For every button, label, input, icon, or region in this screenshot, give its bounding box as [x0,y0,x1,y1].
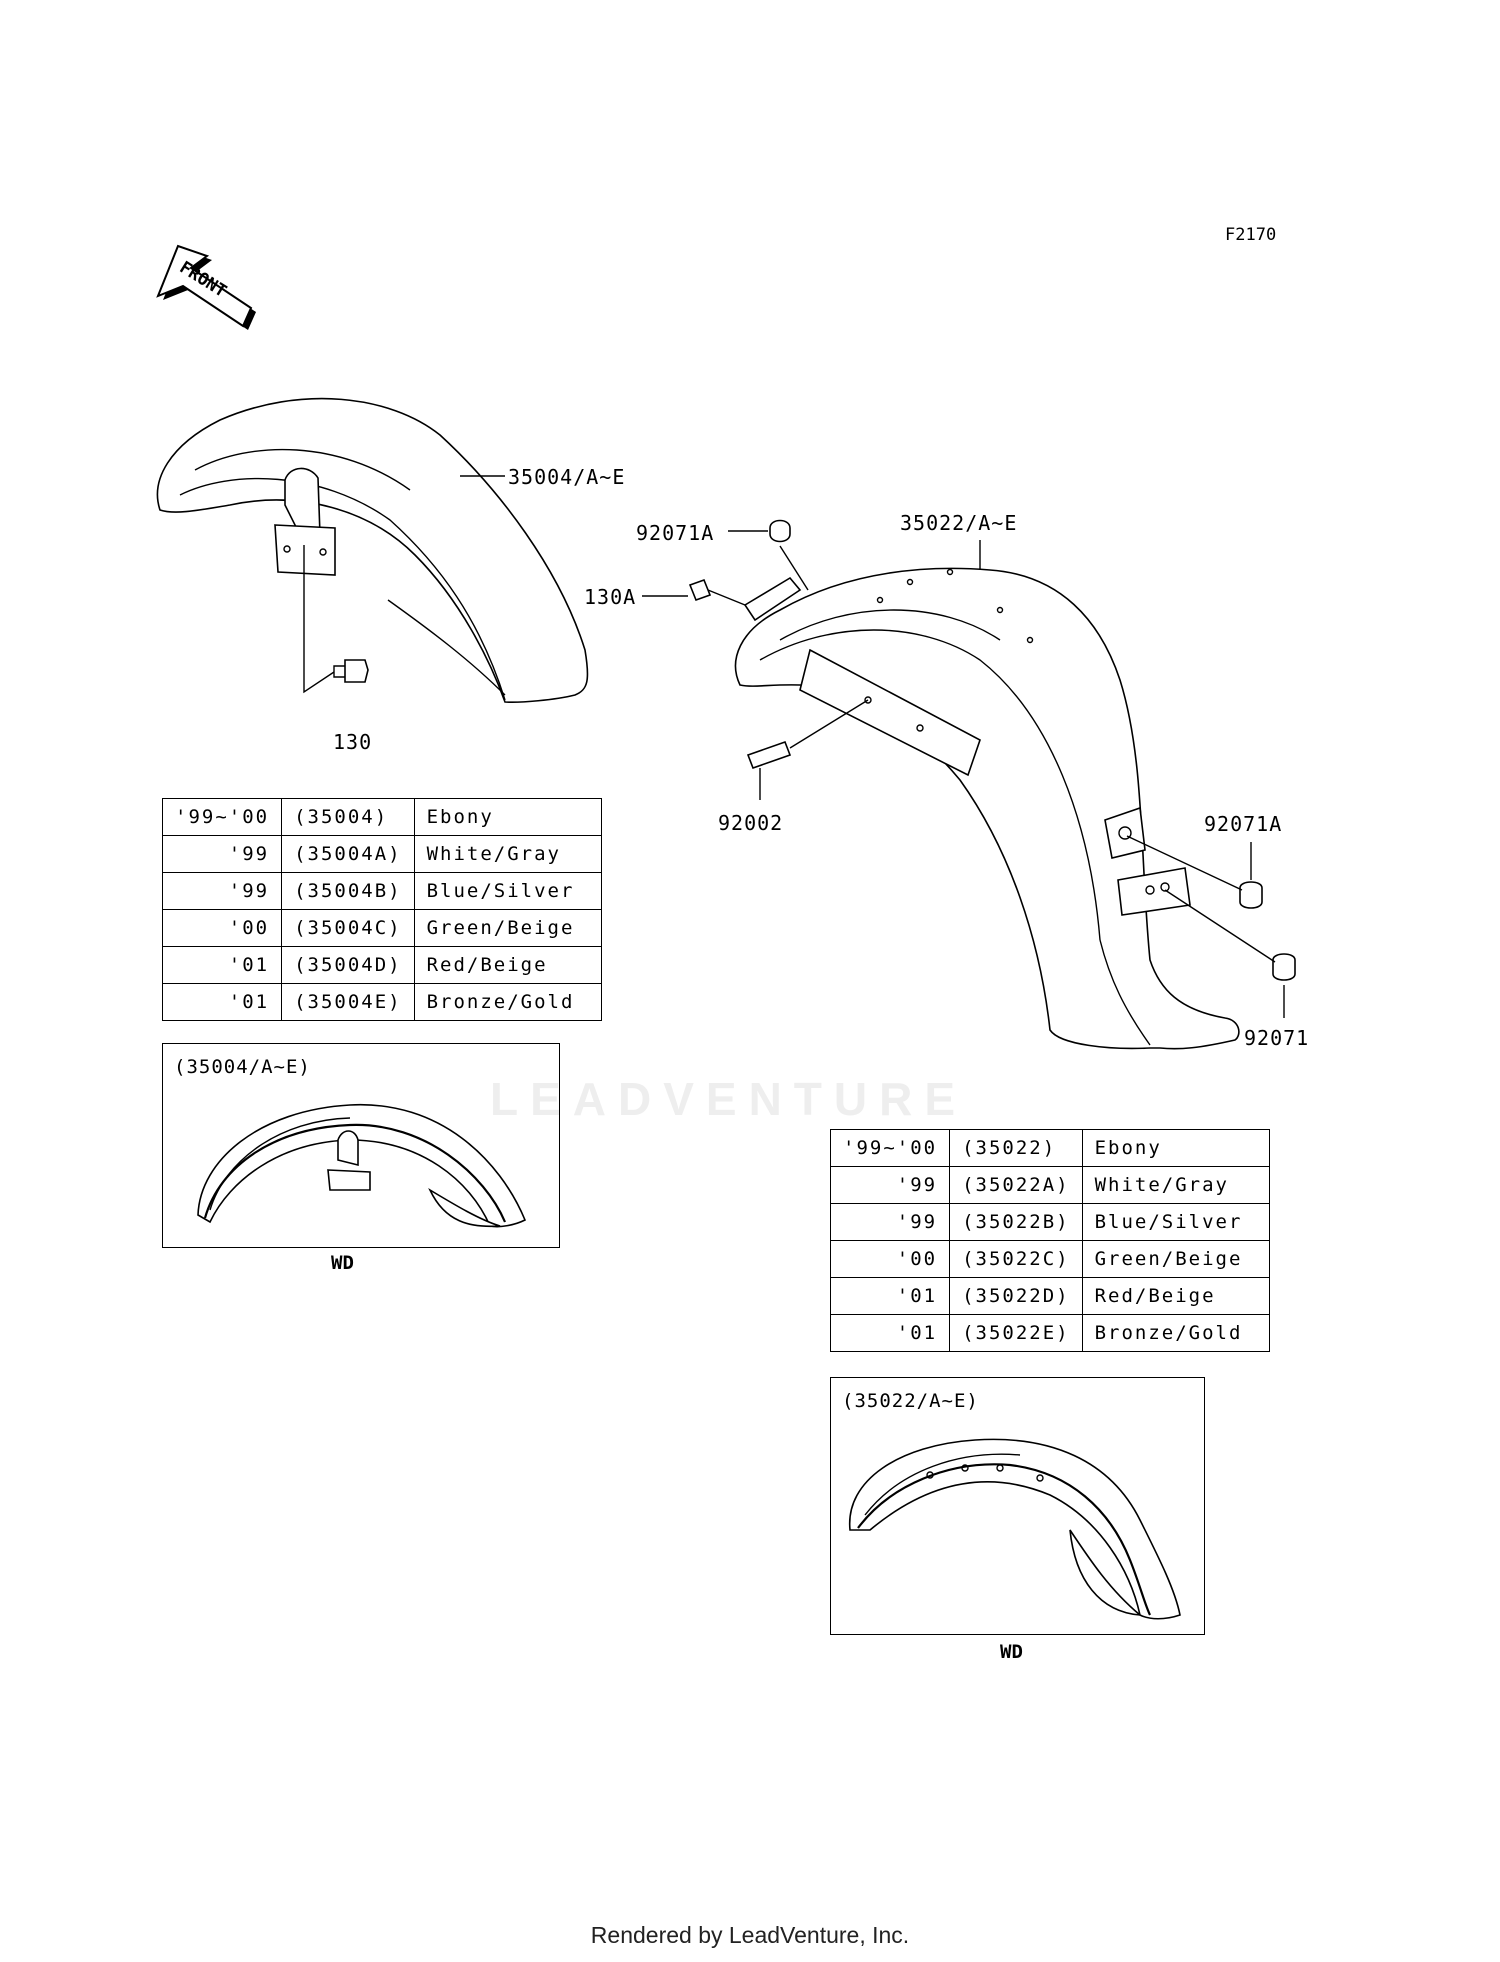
part-number-cell: (35004) [281,798,415,836]
table-row: '01(35004D)Red/Beige [161,946,602,984]
color-cell: White/Gray [413,835,602,873]
year-cell: '01 [829,1314,951,1352]
color-cell: Blue/Silver [413,872,602,910]
part-number-cell: (35022A) [949,1166,1083,1204]
table-row: '01(35022E)Bronze/Gold [829,1314,1270,1352]
year-cell: '99 [829,1166,951,1204]
year-cell: '01 [161,983,283,1021]
detail-front-box [162,1043,560,1248]
front-arrow-icon: FRONT [156,244,256,330]
callout-35004: 35004/A~E [508,465,625,489]
callout-35022: 35022/A~E [900,511,1017,535]
nut-92071-bottom [1164,889,1296,1018]
part-number-cell: (35004C) [281,909,415,947]
color-cell: Red/Beige [413,946,602,984]
table-row: '99(35004B)Blue/Silver [161,872,602,910]
figure-code: F2170 [1225,225,1276,245]
year-cell: '99 [161,835,283,873]
year-cell: '99 [161,872,283,910]
nut-92071A-top [728,519,809,591]
table-row: '99~'00(35022)Ebony [829,1129,1270,1167]
callout-92071-bottom: 92071 [1244,1026,1309,1050]
table-row: '99(35022B)Blue/Silver [829,1203,1270,1241]
table-row: '99(35022A)White/Gray [829,1166,1270,1204]
year-cell: '01 [161,946,283,984]
stud-92002 [746,699,869,800]
part-number-cell: (35004D) [281,946,415,984]
detail-front-title: (35004/A~E) [174,1056,311,1078]
nut-92071A-right [1126,835,1263,909]
part-number-cell: (35004A) [281,835,415,873]
detail-rear-title: (35022/A~E) [842,1390,979,1412]
footer-credit: Rendered by LeadVenture, Inc. [590,1922,910,1948]
color-cell: Green/Beige [413,909,602,947]
rear-fender [734,540,1240,1050]
bolt-130A [642,578,746,606]
color-cell: Ebony [413,798,602,836]
part-number-cell: (35022C) [949,1240,1083,1278]
front-fender [156,397,589,703]
callout-92071A-right: 92071A [1204,812,1282,836]
callout-130: 130 [333,730,372,754]
part-number-cell: (35004E) [281,983,415,1021]
table-row: '00(35004C)Green/Beige [161,909,602,947]
bolt-130 [333,659,369,683]
color-cell: Red/Beige [1081,1277,1270,1315]
year-cell: '99 [829,1203,951,1241]
detail-front-fender-illustration [197,1104,527,1228]
detail-rear-box [830,1377,1205,1635]
color-cell: Blue/Silver [1081,1203,1270,1241]
detail-rear-caption: WD [1000,1641,1023,1663]
year-cell: '99~'00 [829,1129,951,1167]
front-fender-color-table: '99~'00(35004)Ebony'99(35004A)White/Gray… [161,798,602,1021]
part-number-cell: (35022) [949,1129,1083,1167]
color-cell: Bronze/Gold [1081,1314,1270,1352]
table-row: '01(35022D)Red/Beige [829,1277,1270,1315]
color-cell: Green/Beige [1081,1240,1270,1278]
rear-fender-color-table: '99~'00(35022)Ebony'99(35022A)White/Gray… [829,1129,1270,1352]
part-number-cell: (35022E) [949,1314,1083,1352]
detail-rear-fender-illustration [849,1438,1181,1620]
color-cell: White/Gray [1081,1166,1270,1204]
color-cell: Ebony [1081,1129,1270,1167]
year-cell: '00 [161,909,283,947]
table-row: '99(35004A)White/Gray [161,835,602,873]
year-cell: '01 [829,1277,951,1315]
table-row: '99~'00(35004)Ebony [161,798,602,836]
part-number-cell: (35004B) [281,872,415,910]
color-cell: Bronze/Gold [413,983,602,1021]
part-number-cell: (35022B) [949,1203,1083,1241]
watermark: LEADVENTURE [490,1073,968,1125]
part-number-cell: (35022D) [949,1277,1083,1315]
year-cell: '00 [829,1240,951,1278]
year-cell: '99~'00 [161,798,283,836]
callout-130A: 130A [584,585,636,609]
callout-92002: 92002 [718,811,783,835]
detail-front-caption: WD [331,1252,354,1274]
table-row: '01(35004E)Bronze/Gold [161,983,602,1021]
callout-92071A-top: 92071A [636,521,714,545]
table-row: '00(35022C)Green/Beige [829,1240,1270,1278]
